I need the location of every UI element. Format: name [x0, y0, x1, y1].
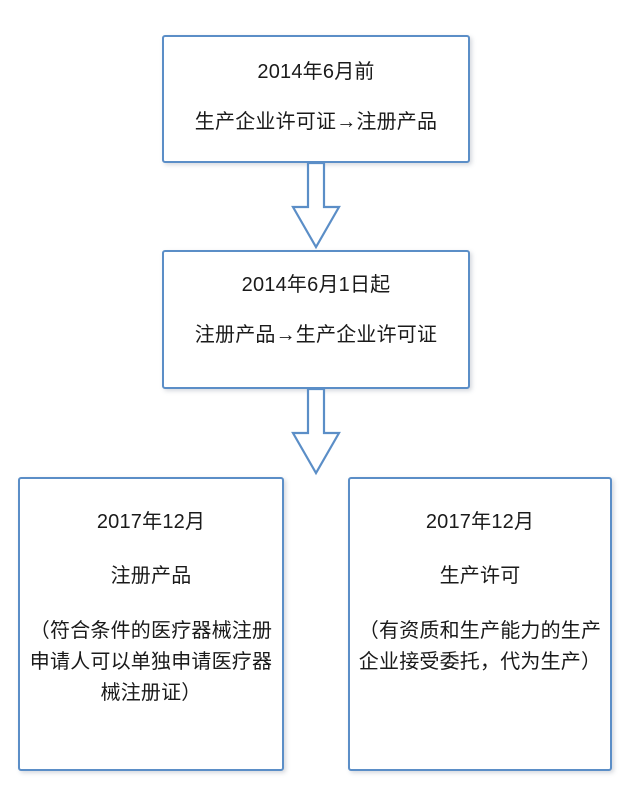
flow-node-1-heading: 2014年6月前: [257, 61, 375, 83]
flow-node-2-heading: 2014年6月1日起: [241, 274, 391, 296]
flow-node-3[interactable]: 2017年12月 注册产品 （符合条件的医疗器械注册申请人可以单独申请医疗器械注…: [18, 477, 284, 771]
down-block-arrow-icon-2: [291, 387, 341, 476]
flow-node-1-detail: 生产企业许可证→注册产品: [194, 111, 438, 134]
flow-node-4-note: （有资质和生产能力的生产企业接受委托，代为生产）: [358, 619, 602, 673]
flow-node-3-detail: 注册产品: [110, 565, 192, 588]
flow-node-3-note: （符合条件的医疗器械注册申请人可以单独申请医疗器械注册证）: [29, 619, 273, 704]
down-block-arrow-icon-1: [291, 161, 341, 250]
flow-node-4-heading: 2017年12月: [425, 511, 535, 533]
flow-node-2-detail: 注册产品→生产企业许可证: [194, 324, 438, 347]
flow-node-1[interactable]: 2014年6月前 生产企业许可证→注册产品: [162, 35, 470, 163]
flow-node-4-detail: 生产许可: [439, 565, 521, 588]
flow-node-2[interactable]: 2014年6月1日起 注册产品→生产企业许可证: [162, 250, 470, 389]
flow-node-4[interactable]: 2017年12月 生产许可 （有资质和生产能力的生产企业接受委托，代为生产）: [348, 477, 612, 771]
flow-node-3-heading: 2017年12月: [96, 511, 206, 533]
